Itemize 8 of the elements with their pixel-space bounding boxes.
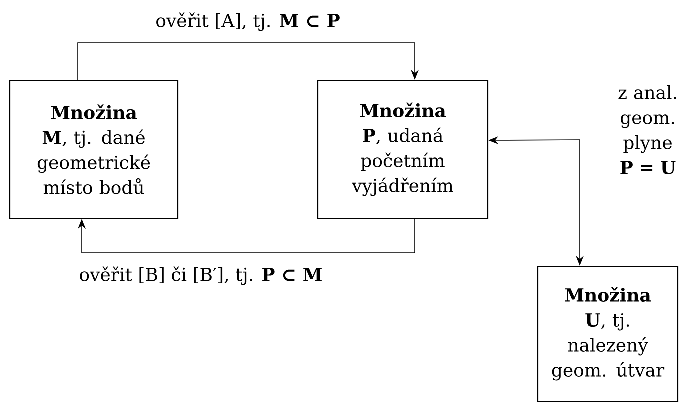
set-box: Množina M, tj. dané geometrické místo bodů: [9, 80, 179, 220]
connector-arrow: [78, 42, 420, 80]
set-box: Množina U, tj. nalezený geom. útvar: [537, 266, 679, 402]
connector-arrow: [78, 218, 416, 254]
set-box: Množina P, udaná početním vyjádřením: [317, 80, 489, 220]
edge-label: ověřit [A], tj. M ⊂ P: [154, 12, 342, 32]
edge-label: ověřit [B] či [B′], tj. P ⊂ M: [78, 266, 324, 286]
edge-label: z anal. geom. plyne P = U: [600, 84, 696, 176]
